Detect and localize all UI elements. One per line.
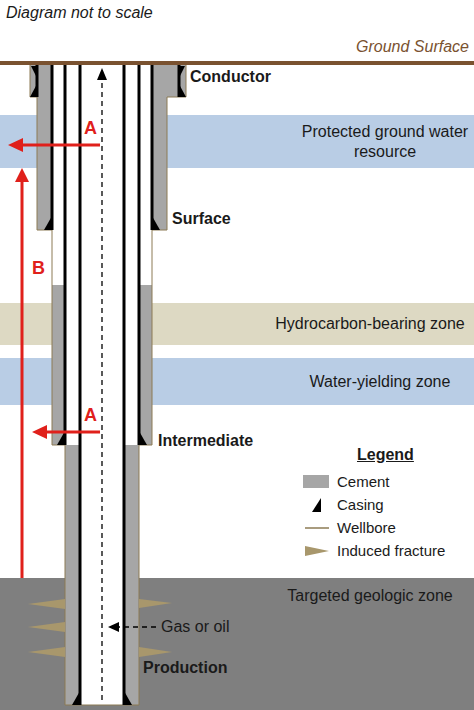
pathway-arrow (15, 168, 29, 578)
zone-band: Protected ground water resource (0, 115, 474, 168)
pathway-letter: B (30, 258, 47, 280)
art-part (124, 445, 139, 705)
induced-fractures (28, 599, 172, 657)
pathway-letter: A (84, 405, 97, 427)
art-part (72, 691, 80, 705)
zone-label: Targeted geologic zone (270, 586, 470, 605)
art-part (65, 445, 80, 705)
scale-note: Diagram not to scale (6, 3, 153, 22)
legend-sample (303, 541, 331, 561)
legend-text: Induced fracture (337, 542, 445, 560)
art-part (52, 285, 65, 445)
art-part (30, 65, 52, 97)
art-part (22, 144, 100, 147)
arrow-head (15, 168, 29, 182)
zone-label: Protected ground water resource (300, 122, 470, 160)
art-part (8, 138, 23, 152)
art-part (152, 216, 160, 230)
legend-title: Legend (357, 445, 414, 464)
art-part (139, 431, 147, 445)
art-part (101, 80, 102, 700)
zone-label: Water-yielding zone (290, 372, 470, 391)
art-part (79, 65, 82, 705)
art-part (31, 66, 37, 78)
zone-band: Water-yielding zone (0, 358, 474, 405)
art-part (30, 84, 37, 97)
well-hole (30, 65, 186, 705)
art-part (138, 65, 141, 445)
art-part (151, 65, 154, 230)
art-part (118, 626, 156, 627)
art-part (124, 691, 132, 705)
art-part (28, 647, 65, 657)
art-part (97, 68, 107, 80)
zone-band: Hydrocarbon-bearing zone (0, 303, 474, 345)
flow-path (97, 68, 156, 700)
legend-text: Casing (337, 496, 384, 514)
art-part (64, 65, 67, 445)
fracture-sample (305, 546, 329, 556)
zone-band: Targeted geologic zone (0, 578, 474, 710)
art-part (139, 647, 172, 657)
casing-sample (312, 498, 321, 512)
ground-surface (0, 61, 474, 65)
art-part (123, 65, 126, 705)
casing-shoes (30, 66, 186, 705)
casing-name: Intermediate (158, 431, 253, 450)
legend-text: Cement (337, 473, 390, 491)
zone-label: Hydrocarbon-bearing zone (270, 314, 470, 333)
legend-sample (303, 518, 331, 538)
ground-label: Ground Surface (356, 37, 469, 56)
art-part (37, 97, 52, 230)
cement (30, 65, 186, 705)
casing-name: Conductor (190, 67, 271, 86)
wellbore-walls (30, 65, 186, 705)
art-part (108, 622, 119, 632)
art-part (152, 97, 167, 230)
pathway-line (21, 181, 24, 578)
art-part (51, 65, 54, 230)
art-part (179, 84, 186, 97)
art-part (179, 66, 185, 78)
art-part (30, 65, 186, 705)
legend-text: Wellbore (337, 519, 396, 537)
art-part (139, 285, 152, 445)
wellbore-sample (305, 527, 329, 529)
legend-swatch (303, 475, 329, 488)
art-part (32, 425, 47, 439)
art-part (152, 65, 186, 97)
art-part (28, 622, 65, 632)
pathway-letter: A (84, 118, 97, 140)
casings (37, 65, 179, 705)
art-part (46, 431, 100, 434)
legend-sample (303, 495, 331, 515)
casing-name: Surface (172, 209, 231, 228)
casing-name: Production (143, 658, 227, 677)
art-part (28, 599, 65, 609)
flow-label: Gas or oil (161, 617, 229, 636)
art-part (44, 216, 52, 230)
art-part (139, 599, 172, 608)
